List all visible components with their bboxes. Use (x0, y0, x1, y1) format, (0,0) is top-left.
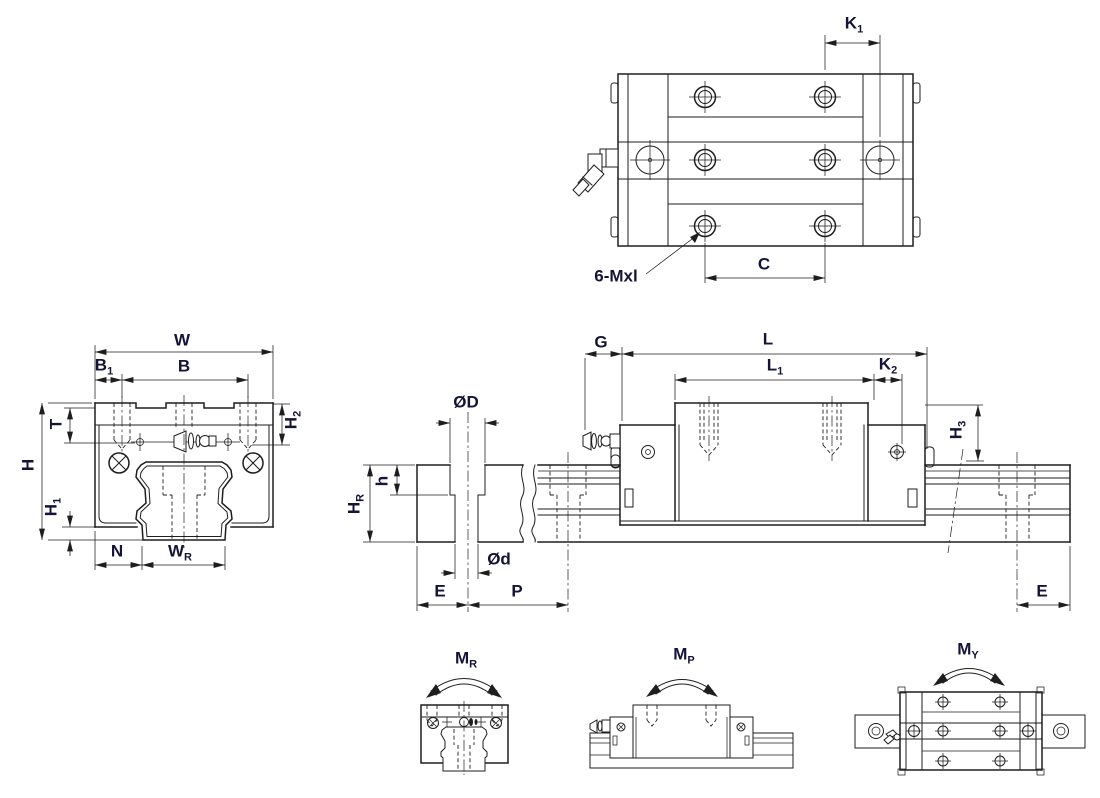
moment-view-mp (589, 679, 794, 769)
side-view (363, 347, 1071, 612)
front-view (39, 345, 290, 570)
dim-label-h1: H1 (41, 497, 64, 517)
leader-6mxl (645, 232, 700, 275)
dim-label-h-small: h (372, 475, 392, 487)
moment-label-mr: MR (454, 648, 478, 671)
grease-nipple-icon (572, 148, 619, 197)
end-cap-ports (630, 140, 900, 180)
dim-label-e-right: E (1036, 581, 1048, 601)
moment-view-mr (420, 678, 509, 775)
dim-label-wr: WR (168, 541, 192, 564)
dim-label-h: H (18, 458, 38, 472)
cap-screw-left (108, 452, 130, 474)
dim-label-h2: H2 (281, 410, 304, 430)
section-dims (363, 412, 1071, 612)
port-marker-right (224, 433, 232, 451)
moment-label-my: MY (957, 639, 979, 662)
cap-screw-right (242, 452, 264, 474)
dim-label-l1: L1 (766, 355, 784, 378)
grease-nipple-side (582, 431, 621, 469)
mounting-holes (689, 81, 841, 242)
dim-label-od-small: Ød (487, 549, 511, 569)
dim-label-b: B (177, 356, 191, 376)
rail-profile (135, 461, 233, 541)
dim-label-t: T (46, 418, 66, 430)
end-seal-tabs (610, 82, 921, 238)
dim-label-k2: K2 (878, 354, 898, 377)
rail-side (537, 448, 1071, 612)
dim-label-n: N (110, 541, 124, 561)
dim-label-h3: H3 (946, 420, 969, 440)
dim-label-c: C (757, 254, 771, 274)
dim-k1 (824, 35, 881, 137)
my-holes (935, 694, 1008, 769)
dim-label-w: W (173, 330, 191, 350)
dim-label-e-left: E (434, 581, 446, 601)
dim-label-p: P (511, 581, 523, 601)
dim-label-hr: HR (344, 493, 367, 515)
top-view (572, 35, 921, 283)
thread-holes-side (699, 396, 842, 461)
dim-label-k1: K1 (844, 13, 864, 36)
dim-label-od: ØD (453, 392, 479, 412)
dim-label-g: G (594, 332, 608, 352)
dim-label-l: L (762, 329, 774, 349)
front-dims (39, 345, 290, 570)
block-side (582, 396, 935, 526)
port-marker-left (136, 433, 144, 451)
side-dims (584, 347, 984, 462)
moment-view-my (854, 668, 1086, 776)
grease-nipple-front (173, 430, 217, 453)
moment-label-mp: MP (673, 644, 695, 667)
rail-cross-section (416, 464, 537, 543)
dim-label-b1: B1 (94, 355, 114, 378)
thread-note-label: 6-Mxl (594, 266, 638, 286)
dim-c (704, 243, 826, 283)
